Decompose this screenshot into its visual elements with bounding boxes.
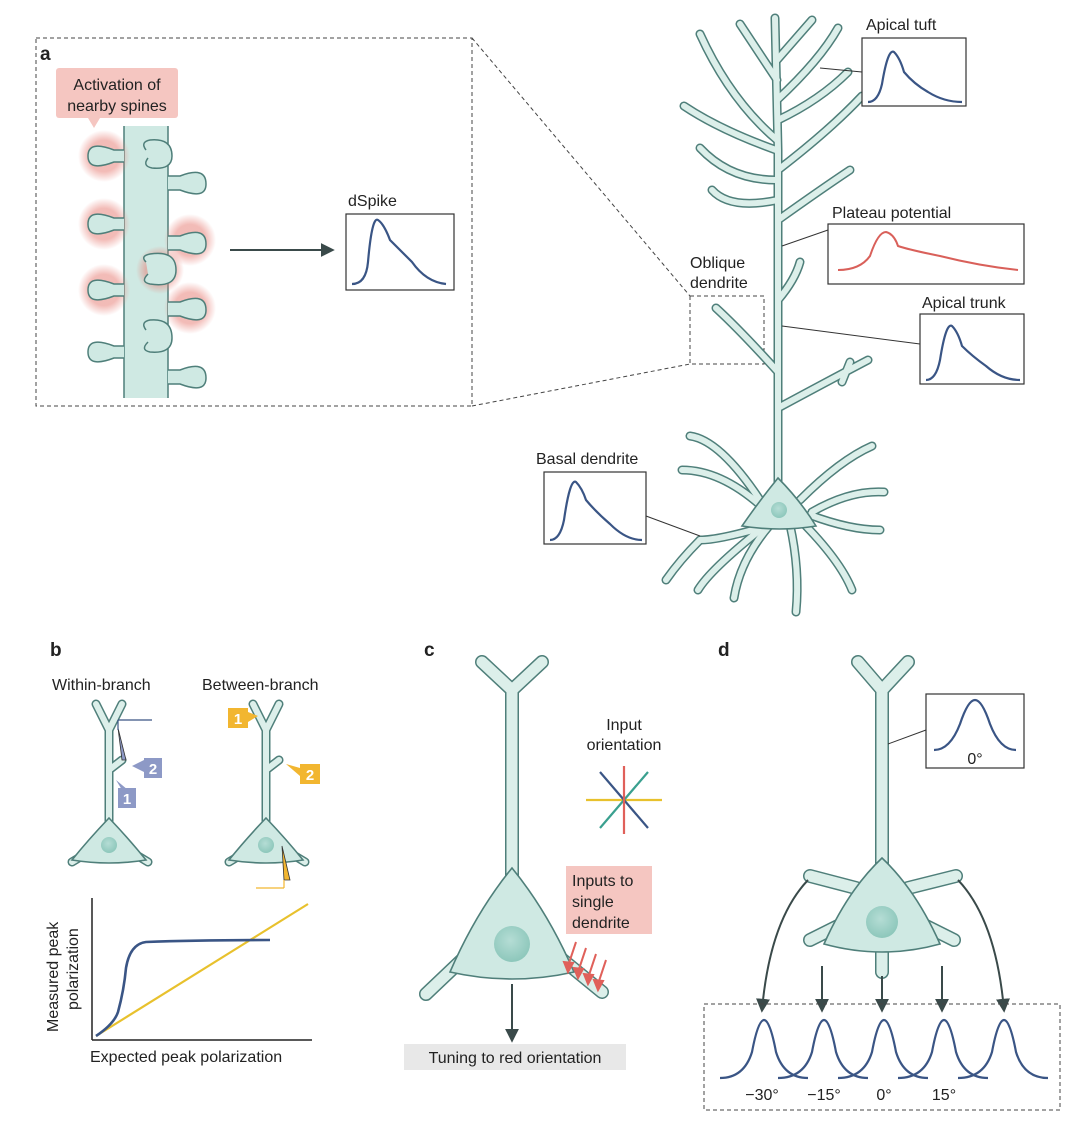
orientation-star: [586, 766, 662, 834]
apical-tuft-box: Apical tuft: [819, 17, 967, 107]
inputs-line-2: single: [572, 894, 614, 911]
inputs-line-1: Inputs to: [572, 873, 633, 890]
spines-left: [87, 145, 124, 363]
input-orientation-2: orientation: [587, 737, 662, 754]
inputs-callout: Inputs to single dendrite: [566, 866, 652, 934]
panel-d: d: [703, 640, 1061, 1111]
angle-label-2: −15°: [807, 1087, 841, 1104]
svg-text:1: 1: [123, 791, 131, 808]
d-top-tuning-box: 0°: [887, 693, 1025, 769]
apical-tuft-label: Apical tuft: [866, 17, 937, 34]
basal-box: Basal dendrite: [536, 451, 701, 545]
apical-trunk-box: Apical trunk: [781, 295, 1025, 385]
svg-text:2: 2: [306, 767, 314, 784]
y-axis-label-1: Measured peak: [45, 921, 62, 1032]
svg-text:2: 2: [149, 761, 157, 778]
oblique-label-1: Oblique: [690, 255, 745, 272]
zoom-line-top: [471, 37, 691, 297]
plateau-label: Plateau potential: [832, 205, 951, 222]
between-neuron: [224, 699, 310, 889]
tuning-curves: [719, 1018, 1049, 1080]
between-marker-2: 2: [286, 764, 320, 784]
svg-text:1: 1: [234, 711, 242, 728]
within-marker-1: 1: [116, 780, 136, 808]
y-axis-label-2: polarization: [65, 928, 82, 1010]
tuning-curves-box: [703, 1003, 1061, 1111]
panel-b: b Within-branch Between-branch: [45, 640, 320, 1066]
between-marker-1: 1: [228, 708, 258, 728]
x-axis-label: Expected peak polarization: [90, 1049, 282, 1066]
within-branch-label: Within-branch: [52, 677, 151, 694]
spines-inner: [143, 139, 177, 353]
oblique-label-2: dendrite: [690, 275, 748, 292]
inset-box: [35, 37, 473, 407]
dspike-label: dSpike: [348, 193, 397, 210]
input-orientation-1: Input: [606, 717, 642, 734]
linear-line: [95, 903, 309, 1037]
callout-line-2: nearby spines: [67, 98, 167, 115]
d-neuron: [803, 655, 963, 979]
within-marker-2: 2: [132, 758, 162, 778]
oblique-zoom-box: [689, 295, 765, 365]
plateau-box: Plateau potential: [781, 205, 1025, 285]
panel-b-letter: b: [50, 640, 62, 661]
angle-label-1: −30°: [745, 1087, 779, 1104]
zoom-line-bottom: [471, 363, 691, 407]
input-arrows: [562, 941, 607, 993]
dspike-box: dSpike: [345, 193, 455, 291]
spines-callout: Activation of nearby spines: [56, 68, 178, 128]
apical-trunk-label: Apical trunk: [922, 295, 1007, 312]
within-neuron: [67, 699, 153, 867]
between-branch-label: Between-branch: [202, 677, 319, 694]
panel-a: a: [35, 13, 1025, 617]
basal-label: Basal dendrite: [536, 451, 638, 468]
panel-c-letter: c: [424, 640, 435, 661]
spines-right: [168, 171, 207, 389]
angle-label-3: 0°: [876, 1087, 891, 1104]
angle-label-4: 15°: [932, 1087, 956, 1104]
panel-d-letter: d: [718, 640, 730, 661]
polarization-plot: Measured peak polarization Expected peak…: [45, 898, 312, 1066]
callout-line-1: Activation of: [73, 77, 161, 94]
inputs-line-3: dendrite: [572, 915, 630, 932]
pyramidal-neuron: [661, 13, 889, 617]
supralinear-curve: [95, 938, 271, 1038]
tuning-label: Tuning to red orientation: [429, 1050, 602, 1067]
panel-a-letter: a: [40, 44, 51, 65]
top-angle-label: 0°: [967, 751, 982, 768]
panel-c: c Tuning to red orientation Input orient…: [404, 640, 662, 1070]
tuning-box: [404, 1044, 626, 1070]
